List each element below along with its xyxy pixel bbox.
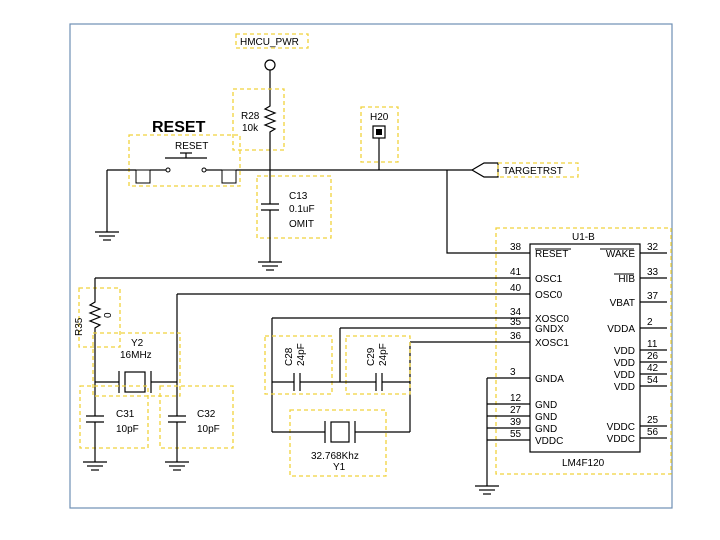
- left-pin-number: 38: [510, 242, 522, 253]
- reset-switch-label: RESET: [175, 141, 208, 152]
- left-pin-number: 55: [510, 429, 522, 440]
- c31-ref: C31: [116, 409, 135, 420]
- chip-body: [529, 243, 641, 453]
- r35-value: 0: [103, 312, 114, 318]
- left-pin-number: 3: [510, 367, 516, 378]
- crystal-y1: 32.768Khz Y1: [272, 409, 410, 477]
- c28-value: 24pF: [296, 343, 307, 366]
- left-pin-name: VDDC: [535, 436, 563, 447]
- right-pin-name: VBAT: [610, 298, 635, 309]
- capacitor-c28: C28 24pF: [264, 335, 340, 395]
- right-pin-name: VDDC: [607, 422, 635, 433]
- right-pin-number: 32: [647, 242, 659, 253]
- r28-ref: R28: [241, 111, 260, 122]
- drawing-frame: [69, 23, 673, 509]
- c32-value: 10pF: [197, 424, 220, 435]
- right-pin-number: 42: [647, 363, 659, 374]
- r35-ref: R35: [74, 317, 85, 336]
- left-pin-name: OSC1: [535, 274, 563, 285]
- right-pin-name: VDDC: [607, 434, 635, 445]
- c28-ref: C28: [284, 347, 295, 366]
- chip-ground-symbol: [475, 485, 499, 495]
- left-pin-number: 36: [510, 331, 522, 342]
- r28-value: 10k: [242, 123, 259, 134]
- left-pin-name: GNDA: [535, 374, 564, 385]
- left-pin-number: 27: [510, 405, 522, 416]
- crystal-y2: Y2 16MHz: [92, 332, 181, 397]
- h20-ref: H20: [370, 112, 389, 123]
- left-pin-number: 12: [510, 393, 522, 404]
- chip-u1b: U1-B LM4F120 38RESET41OSC140OSC034XOSC03…: [495, 227, 672, 475]
- capacitor-c13: C13 0.1uF OMIT: [256, 170, 332, 271]
- c13-note: OMIT: [289, 219, 314, 230]
- testpoint-h20: H20: [360, 106, 399, 170]
- u1-part: LM4F120: [562, 458, 605, 469]
- capacitor-c29: C29 24pF: [340, 335, 411, 395]
- right-pin-number: 26: [647, 351, 659, 362]
- hmcu-pwr-net: HMCU_PWR: [235, 33, 309, 98]
- right-pin-number: 54: [647, 375, 659, 386]
- c31-value: 10pF: [116, 424, 139, 435]
- y2-value: 16MHz: [120, 350, 152, 361]
- right-pin-name: VDDA: [607, 324, 635, 335]
- left-pin-name: OSC0: [535, 290, 563, 301]
- left-pin-number: 41: [510, 267, 522, 278]
- left-pin-name: XOSC1: [535, 338, 569, 349]
- power-terminal: [264, 59, 276, 71]
- reset-title: RESET: [152, 119, 206, 136]
- reset-switch: RESET RESET: [107, 119, 472, 187]
- right-pin-name: VDD: [614, 370, 635, 381]
- y1-value: 32.768Khz: [311, 451, 359, 462]
- y2-ref: Y2: [131, 338, 144, 349]
- u1-ref: U1-B: [572, 232, 595, 243]
- resistor-r35: R35 0: [74, 278, 121, 416]
- c13-ref: C13: [289, 191, 308, 202]
- left-pin-name: GND: [535, 412, 557, 423]
- left-pin-name: GND: [535, 400, 557, 411]
- right-pin-number: 56: [647, 427, 659, 438]
- target-rst-net: TARGETRST: [470, 162, 579, 178]
- left-pin-name: GNDX: [535, 324, 564, 335]
- resistor-r28: R28 10k: [232, 88, 285, 170]
- reset-switch-ground: [95, 170, 119, 241]
- reset-net-wire: [446, 170, 509, 254]
- right-pin-name: HIB: [618, 274, 635, 285]
- right-pin-number: 37: [647, 291, 659, 302]
- capacitor-c31: C31 10pF: [79, 385, 149, 471]
- right-pin-number: 33: [647, 267, 659, 278]
- ground-taps: [487, 377, 509, 441]
- right-pin-name: VDD: [614, 358, 635, 369]
- left-pin-number: 39: [510, 417, 522, 428]
- right-pin-name: VDD: [614, 346, 635, 357]
- y1-ref: Y1: [333, 462, 346, 473]
- hmcu-pwr-label: HMCU_PWR: [240, 37, 299, 48]
- right-pin-number: 2: [647, 317, 653, 328]
- left-pin-name: RESET: [535, 249, 568, 260]
- right-pin-number: 25: [647, 415, 659, 426]
- left-pin-number: 35: [510, 317, 522, 328]
- right-pin-number: 11: [647, 339, 658, 350]
- left-pin-name: XOSC0: [535, 314, 569, 325]
- left-pin-number: 34: [510, 307, 522, 318]
- left-pin-name: GND: [535, 424, 557, 435]
- left-pin-number: 40: [510, 283, 522, 294]
- c13-value: 0.1uF: [289, 204, 315, 215]
- right-pin-name: VDD: [614, 382, 635, 393]
- c29-value: 24pF: [378, 343, 389, 366]
- right-pin-name: WAKE: [606, 249, 635, 260]
- c29-ref: C29: [366, 347, 377, 366]
- target-rst-label: TARGETRST: [503, 166, 563, 177]
- c32-ref: C32: [197, 409, 216, 420]
- capacitor-c32: C32 10pF: [159, 385, 234, 471]
